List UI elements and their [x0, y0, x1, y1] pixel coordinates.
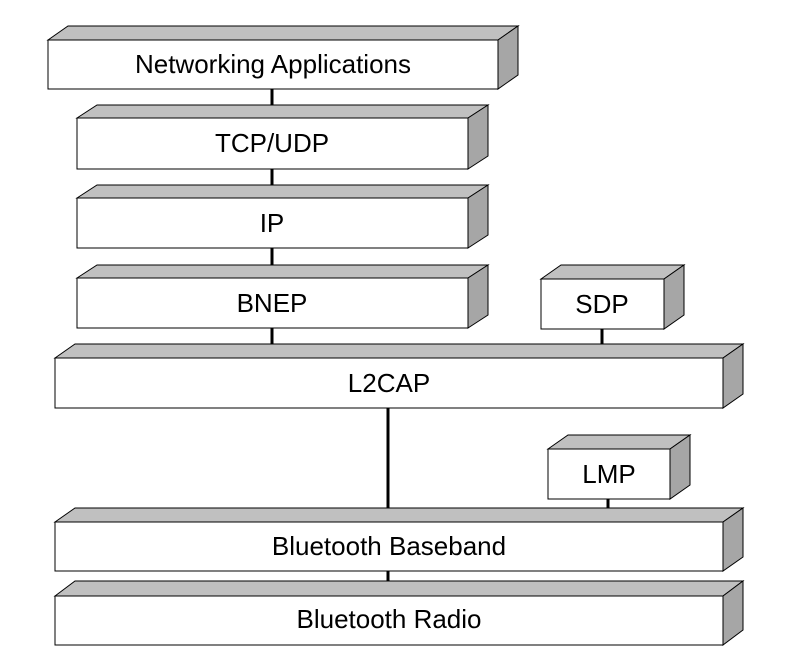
box-top-face — [75, 184, 490, 199]
layer-bnep: BNEP — [75, 264, 490, 329]
layer-label: LMP — [582, 459, 635, 489]
box-front-face — [47, 39, 499, 90]
box-front-face — [76, 197, 469, 249]
layer-sdp: SDP — [539, 264, 686, 330]
box-top-face — [46, 25, 520, 41]
box-front-face — [76, 277, 469, 329]
layer-bluetooth-baseband: Bluetooth Baseband — [53, 507, 745, 572]
box-front-face — [54, 357, 724, 409]
layer-label: Bluetooth Radio — [296, 604, 481, 634]
layer-label: Bluetooth Baseband — [272, 531, 506, 561]
box-top-face — [53, 580, 745, 597]
box-top-face — [546, 434, 692, 450]
layer-lmp: LMP — [546, 434, 692, 500]
layer-ip: IP — [75, 184, 490, 249]
box-top-face — [53, 507, 745, 523]
box-front-face — [76, 117, 469, 170]
box-top-face — [539, 264, 686, 280]
box-front-face — [540, 278, 665, 330]
layer-bluetooth-radio: Bluetooth Radio — [53, 580, 745, 646]
layer-label: Networking Applications — [135, 49, 411, 79]
box-top-face — [53, 343, 745, 359]
layer-networking-applications: Networking Applications — [46, 25, 520, 90]
box-front-face — [54, 521, 724, 572]
box-top-face — [75, 264, 490, 279]
layer-label: BNEP — [237, 288, 308, 318]
layer-label: IP — [260, 208, 285, 238]
layer-tcp-udp: TCP/UDP — [75, 104, 490, 170]
layer-label: SDP — [575, 289, 628, 319]
layer-l2cap: L2CAP — [53, 343, 745, 409]
box-front-face — [547, 448, 671, 500]
box-top-face — [75, 104, 490, 119]
layer-label: L2CAP — [348, 368, 430, 398]
layer-label: TCP/UDP — [215, 128, 329, 158]
box-front-face — [54, 595, 724, 646]
